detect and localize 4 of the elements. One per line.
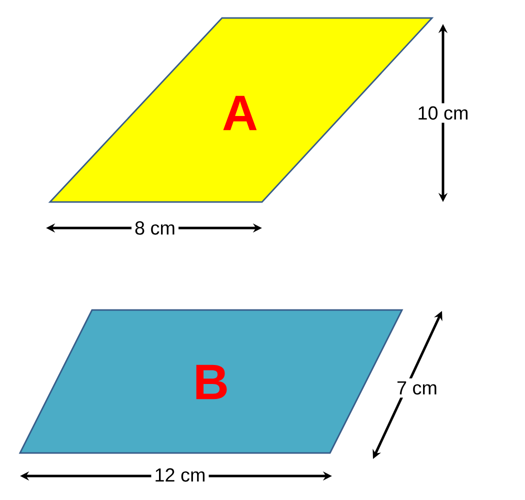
dimension-label: 7 cm xyxy=(394,378,441,398)
dimension-label: 12 cm xyxy=(151,465,209,485)
dimension-label: 8 cm xyxy=(132,218,179,238)
dimension-label: 10 cm xyxy=(414,103,472,123)
